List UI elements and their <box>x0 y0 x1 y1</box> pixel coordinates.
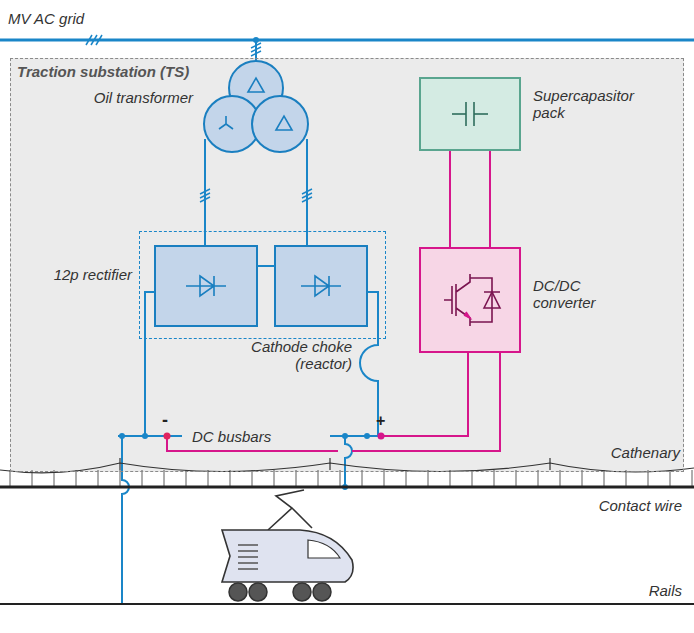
node-label: Oil transformer <box>94 89 193 106</box>
node-label: Supercapasitor pack <box>533 87 658 121</box>
wire-connector <box>450 151 490 249</box>
polarity-sign: - <box>162 412 168 429</box>
choke-label: Cathode choke (reactor) <box>236 338 352 372</box>
converter-box: DC/DC converter <box>421 249 521 353</box>
substation-area: Traction substation (TS) Oil transformer 1… <box>10 58 684 472</box>
polarity-sign: + <box>376 412 385 429</box>
grid-label: MV AC grid <box>8 10 84 27</box>
rectifier-group: 12p rectifier <box>139 231 386 339</box>
catenary-label: Cathenary <box>609 444 682 461</box>
contact-wire-label: Contact wire <box>599 497 682 514</box>
rails-label: Rails <box>649 582 682 599</box>
wire-connector <box>205 139 307 231</box>
node-label: 12p rectifier <box>54 266 132 283</box>
supercapacitor-box: Supercapasitor pack <box>421 79 521 151</box>
busbar-label: DC busbars <box>192 428 271 445</box>
node-label: Traction substation (TS) <box>17 63 189 80</box>
transformer: Oil transformer <box>197 59 315 139</box>
node-label: DC/DC converter <box>533 277 623 311</box>
